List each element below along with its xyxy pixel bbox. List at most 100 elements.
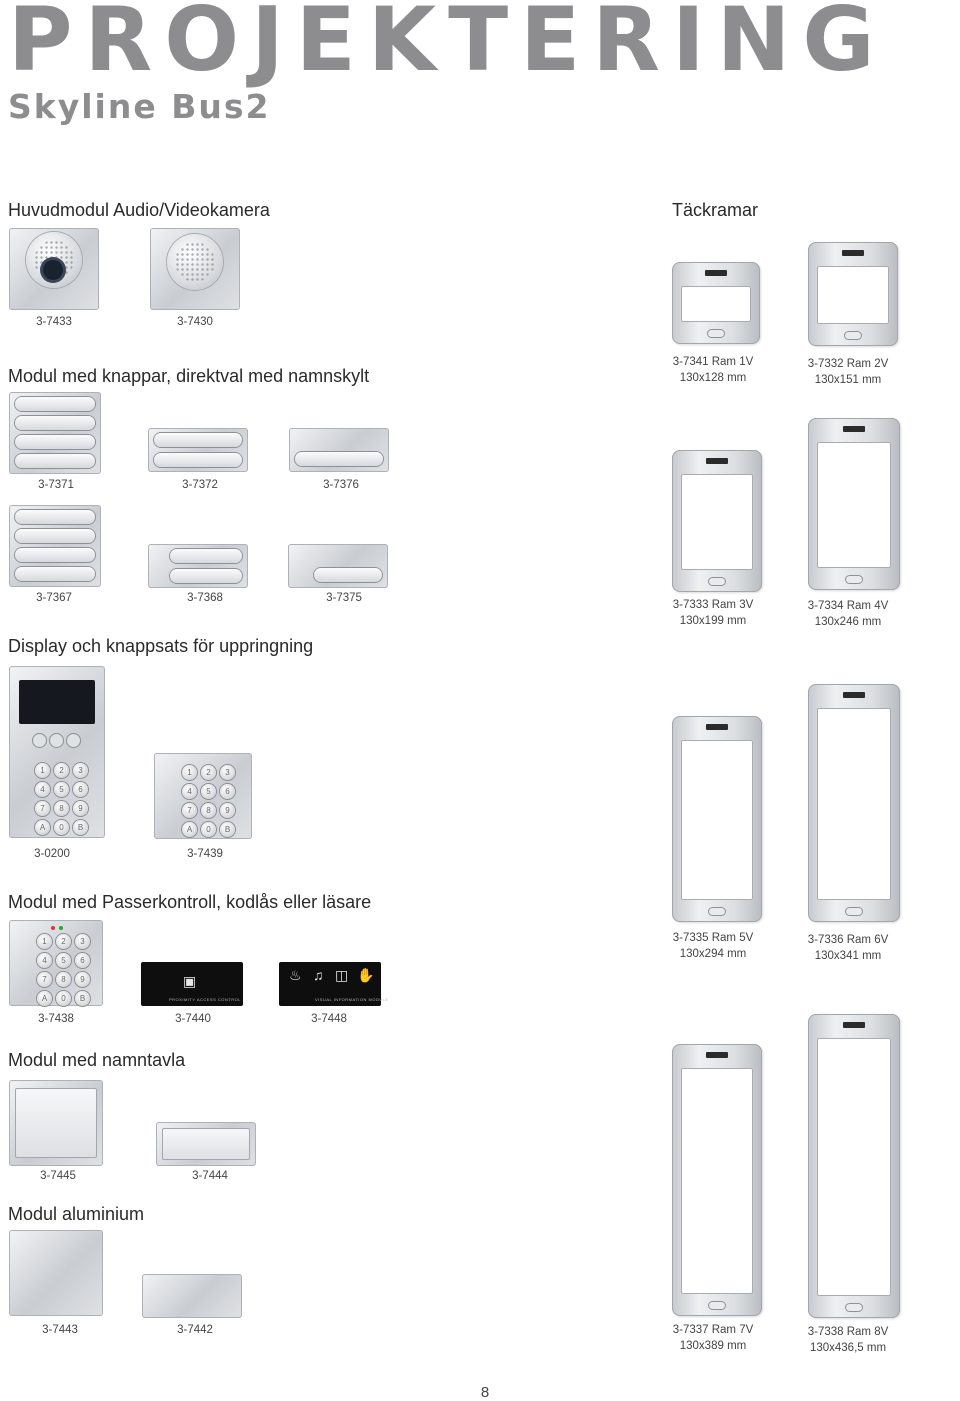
keypad-key: 7: [182, 803, 197, 818]
page-number: 8: [480, 1384, 490, 1401]
speaker-icon: ♫: [313, 967, 324, 983]
hand-icon: ✋: [357, 967, 375, 983]
keypad-key: 6: [220, 784, 235, 799]
section-title-nameplate: Modul med namntavla: [8, 1050, 186, 1070]
product-code: 3-7368: [187, 592, 223, 604]
frame-ram-8v: [808, 1014, 900, 1318]
keypad-key: 3: [75, 934, 90, 949]
frame-ram-1v: [672, 262, 760, 344]
arrow-left-icon: [33, 734, 46, 747]
keypad-key: 8: [201, 803, 216, 818]
product-code: 3-7445: [40, 1170, 76, 1182]
module-aluminium-large: [9, 1230, 103, 1316]
panel-label: VISUAL INFORMATION MODULE: [315, 997, 389, 1002]
keypad-key: B: [75, 991, 90, 1006]
module-4-buttons: [9, 392, 101, 474]
bell-icon: [50, 734, 63, 747]
product-code: 3-7442: [177, 1324, 213, 1336]
product-code: 3-7438: [38, 1013, 74, 1025]
section-title-access: Modul med Passerkontroll, kodlås eller l…: [8, 892, 372, 912]
display-screen: [19, 680, 95, 724]
section-title-buttons: Modul med knappar, direktval med namnsky…: [8, 366, 370, 386]
keypad-key: 5: [54, 782, 69, 797]
keypad-key: 1: [37, 934, 52, 949]
product-code: 3-7372: [182, 479, 218, 491]
module-nameplate-small: [156, 1122, 256, 1166]
keypad-key: B: [220, 822, 235, 837]
module-audio: [150, 228, 240, 310]
section-title-display: Display och knappsats för uppringning: [8, 636, 314, 656]
keypad-key: 0: [201, 822, 216, 837]
keypad-key: 4: [182, 784, 197, 799]
keypad-key: B: [73, 820, 88, 835]
keypad-key: 6: [75, 953, 90, 968]
keypad-key: 3: [220, 765, 235, 780]
product-code: 3-7375: [326, 592, 362, 604]
module-proximity-reader: ▣ PROXIMITY ACCESS CONTROL: [141, 962, 243, 1006]
section-title-frames: Täckramar: [672, 200, 759, 220]
frame-ram-5v: [672, 716, 762, 922]
keypad-key: 2: [56, 934, 71, 949]
keypad-key: 0: [54, 820, 69, 835]
product-code: 3-7448: [311, 1013, 347, 1025]
camera-lens-icon: [43, 260, 63, 280]
keypad-key: 1: [182, 765, 197, 780]
product-code: 3-7433: [36, 316, 72, 328]
keypad-key: 2: [201, 765, 216, 780]
keypad-key: 9: [75, 972, 90, 987]
module-4-buttons-right: [9, 505, 101, 587]
product-code: 3-7430: [177, 316, 213, 328]
module-2-buttons-right: [148, 544, 248, 588]
frame-ram-6v: [808, 684, 900, 922]
keypad-key: 3: [73, 763, 88, 778]
keypad-key: A: [182, 822, 197, 837]
module-audio-video-camera: [9, 228, 99, 310]
frame-ram-3v: [672, 450, 762, 592]
keypad-key: 9: [73, 801, 88, 816]
keypad-key: 6: [73, 782, 88, 797]
keypad-key: A: [35, 820, 50, 835]
module-2-buttons: [148, 428, 248, 472]
module-visual-information: ♨ ♫ ◫ ✋ VISUAL INFORMATION MODULE: [279, 962, 388, 1006]
keypad-key: 4: [35, 782, 50, 797]
keypad-key: 2: [54, 763, 69, 778]
keypad-key: 4: [37, 953, 52, 968]
product-code: 3-7367: [36, 592, 72, 604]
product-code: 3-7440: [175, 1013, 211, 1025]
section-title-aluminium: Modul aluminium: [8, 1204, 145, 1224]
keypad-key: 0: [56, 991, 71, 1006]
module-aluminium-small: [142, 1274, 242, 1318]
keypad-key: 9: [220, 803, 235, 818]
keypad-key: 5: [56, 953, 71, 968]
page-subtitle: Skyline Bus2: [8, 87, 271, 126]
product-code: 3-7443: [42, 1324, 78, 1336]
page-title: PROJEKTERING: [8, 0, 887, 91]
product-code: 3-7444: [192, 1170, 228, 1182]
frame-ram-4v: [808, 418, 900, 590]
card-reader-icon: ▣: [183, 973, 197, 989]
frame-ram-7v: [672, 1044, 762, 1316]
product-code: 3-0200: [34, 848, 70, 860]
keypad-key: 8: [56, 972, 71, 987]
keypad-key: 7: [35, 801, 50, 816]
door-icon: ◫: [335, 967, 349, 983]
module-nameplate-large: [9, 1080, 103, 1166]
keypad-key: 7: [37, 972, 52, 987]
keypad-key: 8: [54, 801, 69, 816]
keypad-key: 1: [35, 763, 50, 778]
frame-ram-2v: [808, 242, 898, 346]
product-code: 3-7376: [323, 479, 359, 491]
bell-icon: ♨: [289, 967, 302, 983]
product-code: 3-7371: [38, 479, 74, 491]
module-1-button-right: [288, 544, 388, 588]
